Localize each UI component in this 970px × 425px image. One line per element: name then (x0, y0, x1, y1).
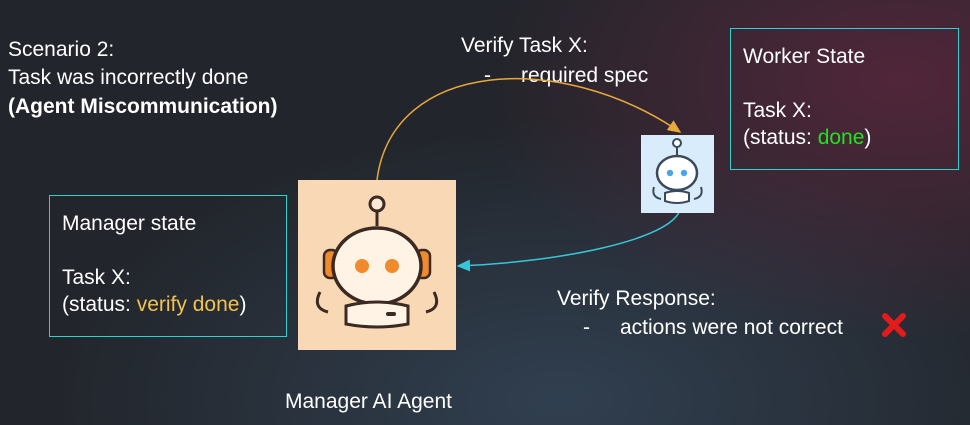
manager-status-suffix: ) (239, 293, 247, 316)
worker-robot-icon (641, 135, 714, 213)
worker-status-suffix: ) (864, 126, 872, 149)
verify-response-title: Verify Response: (557, 287, 716, 310)
worker-task-label: Task X: (743, 99, 812, 122)
scenario-description: Task was incorrectly done (8, 66, 249, 89)
cross-mark-icon (881, 312, 907, 338)
worker-state-title: Worker State (743, 45, 866, 68)
worker-status-line: (status: done) (743, 124, 946, 151)
manager-task-label: Task X: (62, 266, 131, 289)
manager-state-box: Manager state Task X: (status: verify do… (49, 195, 287, 337)
verify-request-bullet: - (484, 64, 491, 87)
manager-agent-label: Manager AI Agent (285, 390, 452, 413)
verify-response-item: actions were not correct (620, 316, 843, 339)
manager-status-prefix: (status: (62, 293, 137, 316)
verify-response-bullet: - (583, 316, 590, 339)
scenario-number: Scenario 2: (8, 38, 115, 61)
manager-state-title: Manager state (62, 212, 197, 235)
manager-status-value: verify done (136, 293, 240, 316)
verify-request-title: Verify Task X: (461, 34, 588, 57)
scenario-category: (Agent Miscommunication) (8, 95, 278, 118)
worker-status-prefix: (status: (743, 126, 818, 149)
worker-state-box: Worker State Task X: (status: done) (730, 28, 959, 170)
worker-status-value: done (817, 126, 865, 149)
manager-robot-icon (298, 180, 456, 350)
verify-request-arrow (376, 77, 682, 181)
verify-response-arrow (456, 209, 681, 272)
manager-status-line: (status: verify done) (62, 291, 274, 318)
